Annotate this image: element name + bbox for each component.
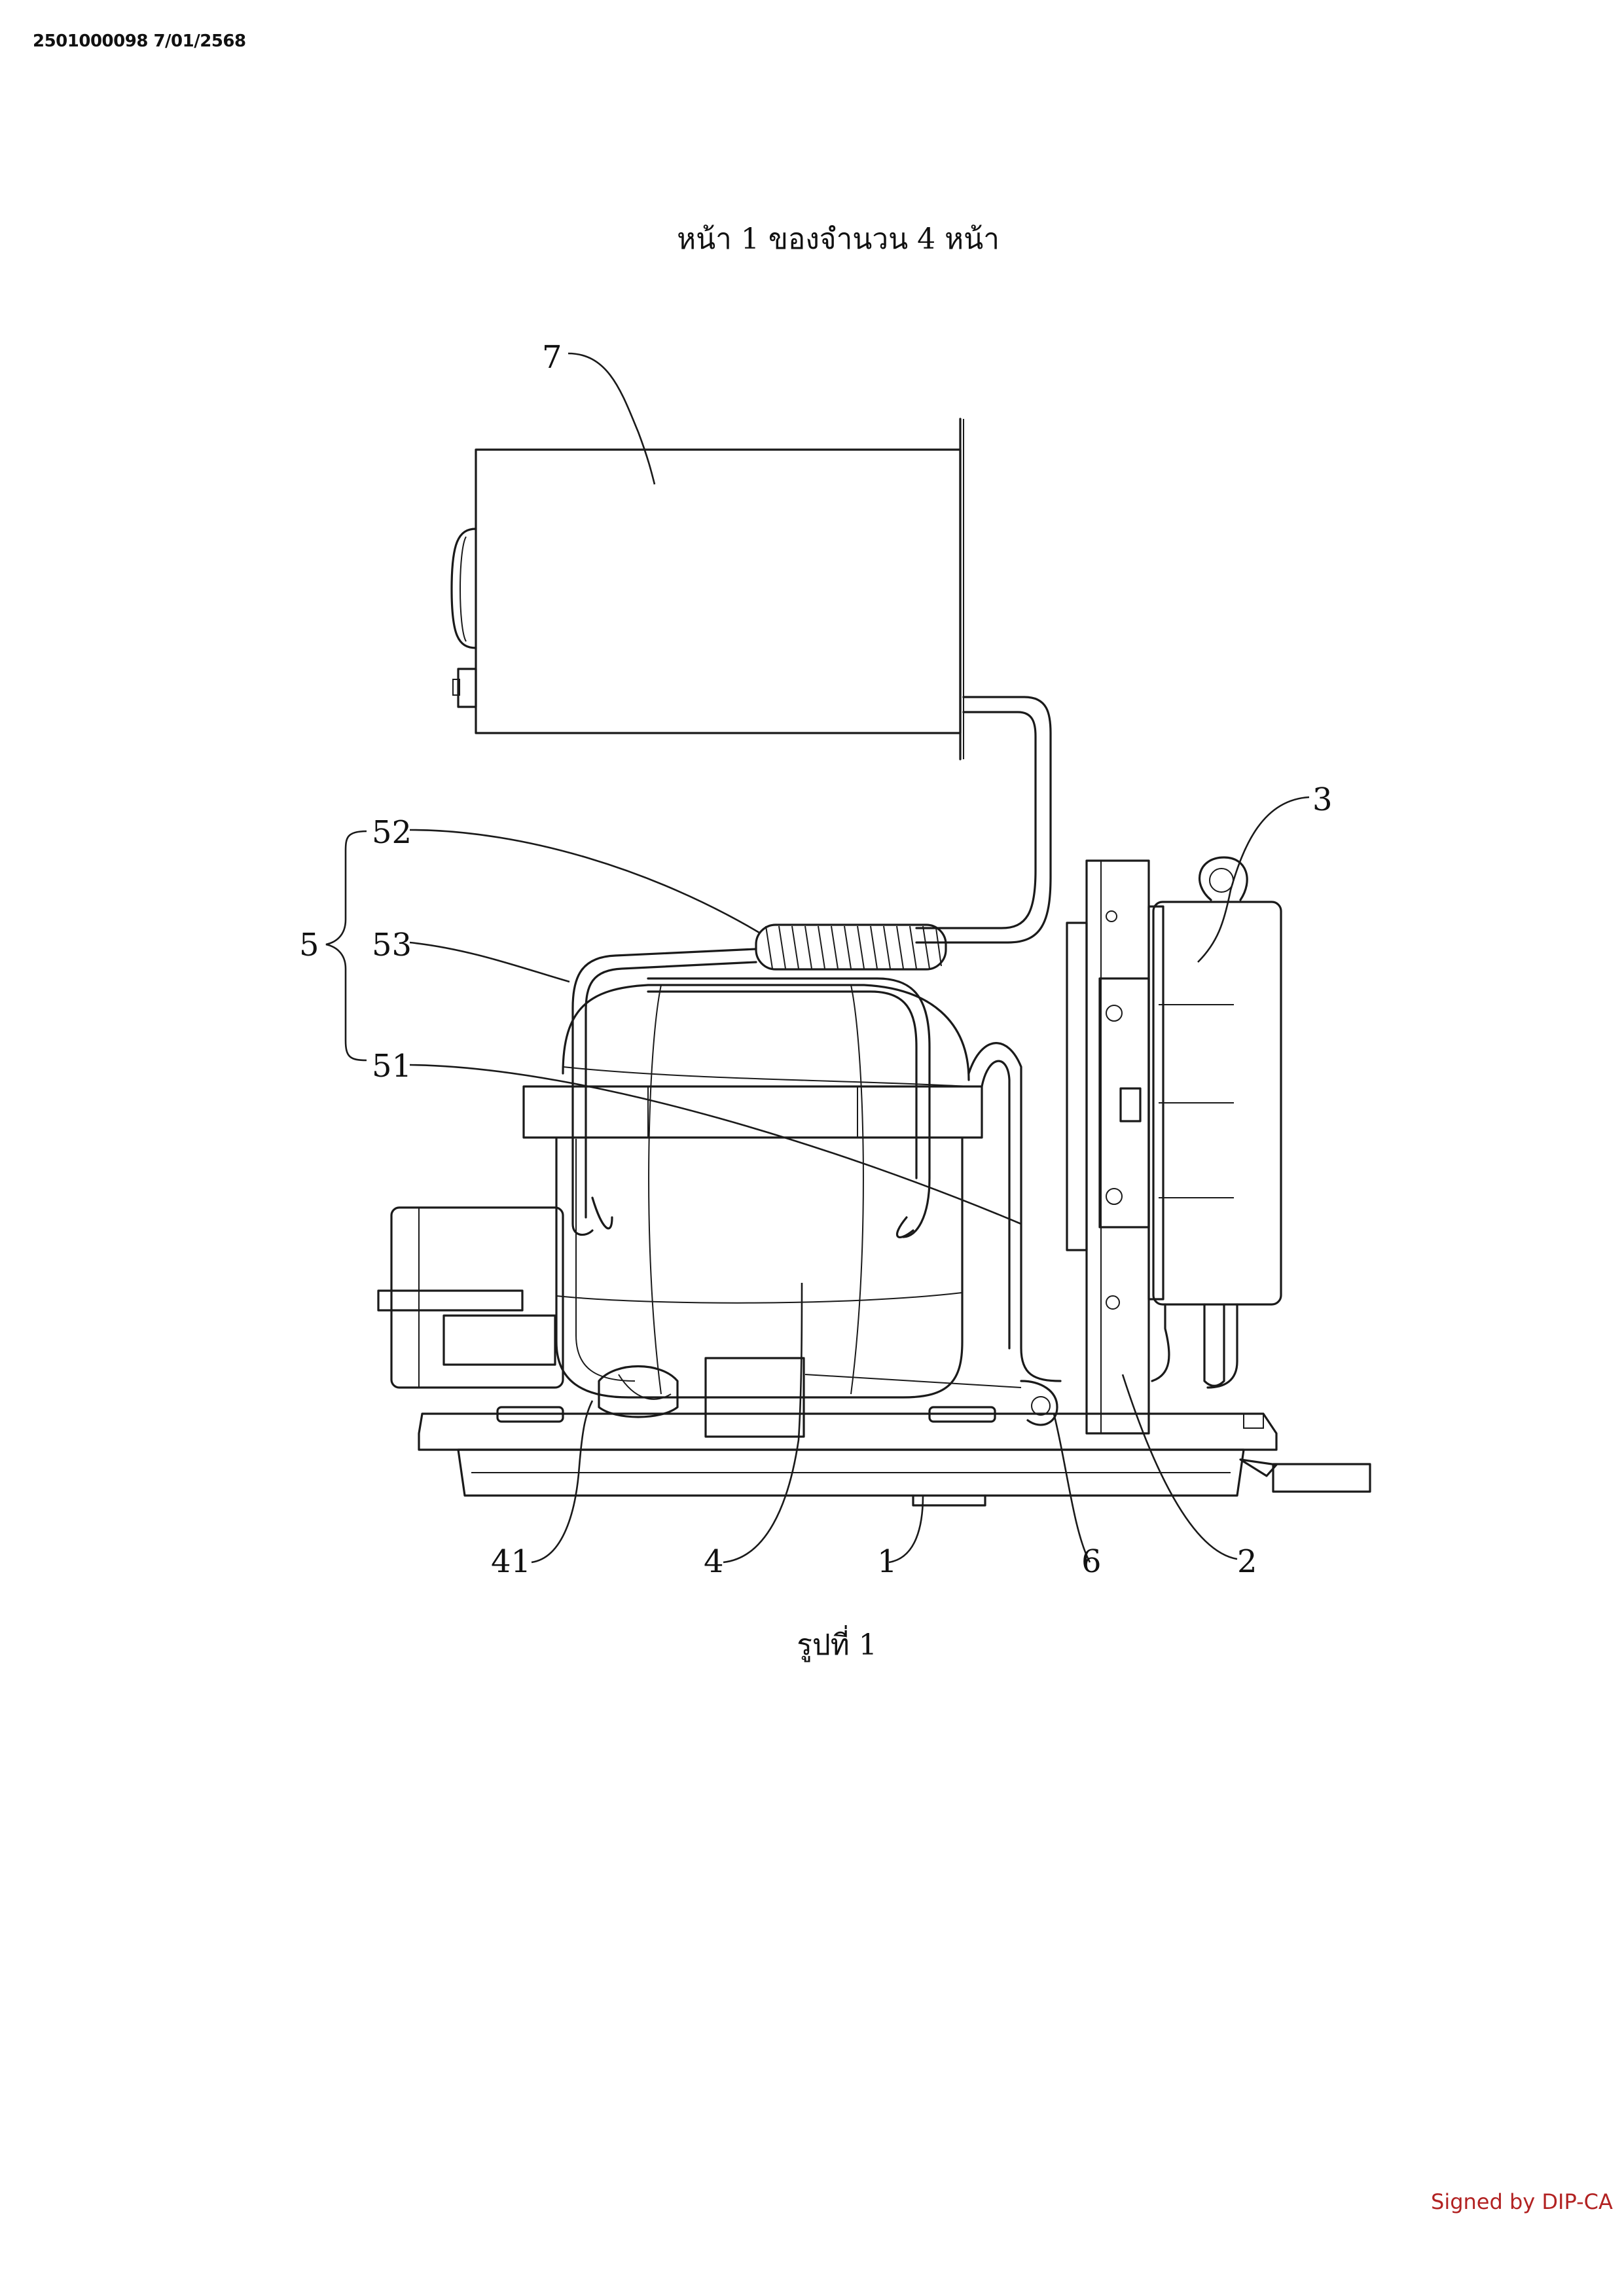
document-id: 2501000098 7/01/2568 <box>33 31 246 51</box>
component-7-cylinder <box>450 418 1052 944</box>
component-2-bracket <box>1066 859 1150 1435</box>
electrical-box <box>377 1206 564 1389</box>
component-6-tube <box>804 1374 1058 1426</box>
component-4-compressor <box>522 984 1062 1399</box>
ref-label-52: 52 <box>372 814 412 851</box>
ref-label-3: 3 <box>1312 781 1333 818</box>
leader-lines <box>325 352 1310 1564</box>
digital-signature: Signed by DIP-CA <box>1431 2189 1613 2214</box>
component-3-box <box>1147 856 1282 1389</box>
component-53-tube <box>571 948 931 1238</box>
ref-label-4: 4 <box>704 1543 724 1580</box>
ref-label-5: 5 <box>299 927 319 963</box>
ref-label-2: 2 <box>1237 1543 1257 1580</box>
component-52-coil <box>755 924 947 971</box>
component-1-base-plate <box>418 1406 1371 1507</box>
ref-label-7: 7 <box>542 339 562 376</box>
reference-numerals: 7 3 52 5 53 51 41 4 1 6 2 <box>299 339 1333 1580</box>
ref-label-53: 53 <box>372 927 412 963</box>
page-number: หน้า 1 ของจำนวน 4 หน้า <box>677 223 1000 256</box>
ref-label-51: 51 <box>372 1048 412 1085</box>
figure-caption: รูปที่ 1 <box>797 1628 877 1662</box>
ref-label-41: 41 <box>491 1543 531 1580</box>
ref-label-6: 6 <box>1081 1543 1102 1580</box>
ref-label-1: 1 <box>877 1543 897 1580</box>
